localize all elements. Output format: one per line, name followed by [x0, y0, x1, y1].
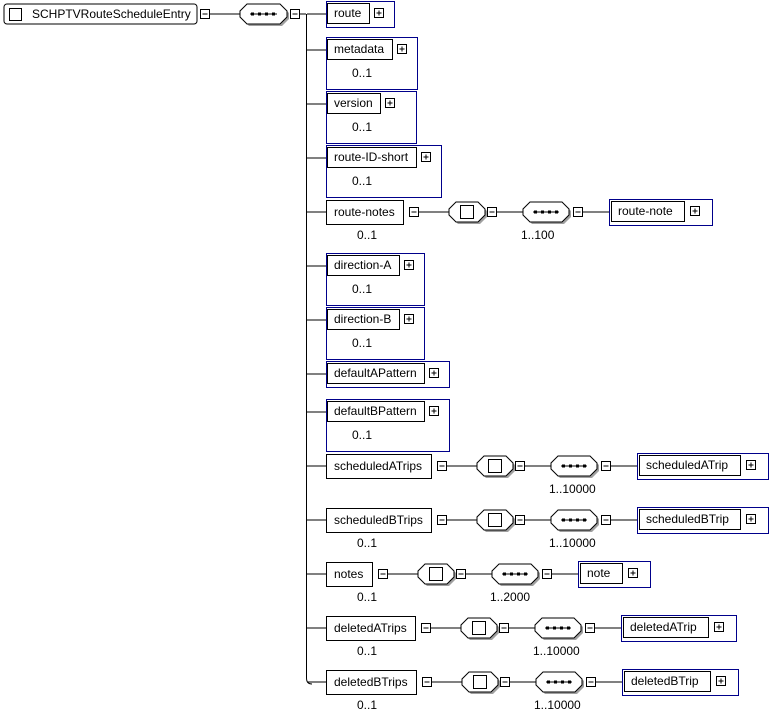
child-sequence-occurrence: 1..10000	[549, 482, 596, 496]
element-direction-B[interactable]: direction-B	[334, 312, 392, 326]
child-element-note[interactable]: note	[587, 566, 611, 580]
child-sequence-occurrence: 1..10000	[533, 644, 580, 658]
child-element-inner	[580, 563, 623, 584]
occurrence-label: 0..1	[357, 644, 378, 658]
child-element-deletedATrip[interactable]: deletedATrip	[630, 620, 697, 634]
element-scheduledBTrips[interactable]: scheduledBTrips	[334, 513, 423, 527]
occurrence-label: 0..1	[357, 228, 378, 242]
element-box-scheduledATrips	[326, 454, 432, 479]
element-box-route	[327, 3, 370, 24]
child-element-inner	[624, 671, 711, 692]
element-box-defaultAPattern	[327, 363, 425, 384]
occurrence-label: 0..1	[352, 66, 373, 80]
child-sequence-occurrence: 1..100	[521, 228, 555, 242]
occurrence-label: 0..1	[352, 336, 373, 350]
element-box-deletedBTrips	[326, 670, 417, 695]
element-box-notes	[326, 562, 373, 587]
child-element-deletedBTrip[interactable]: deletedBTrip	[631, 674, 699, 688]
element-route[interactable]: route	[334, 6, 362, 20]
child-sequence-occurrence: 1..2000	[490, 590, 531, 604]
element-route-ID-short[interactable]: route-ID-short	[334, 150, 409, 164]
element-box-deletedATrips	[326, 616, 416, 641]
child-element-scheduledATrip[interactable]: scheduledATrip	[646, 458, 729, 472]
child-sequence-occurrence: 1..10000	[549, 536, 596, 550]
element-box-scheduledBTrips	[326, 508, 432, 533]
sequence-bus-line	[306, 14, 313, 685]
root-element-box	[3, 3, 198, 25]
element-deletedBTrips[interactable]: deletedBTrips	[334, 675, 408, 689]
occurrence-label: 0..1	[352, 282, 373, 296]
root-element-icon	[9, 8, 22, 21]
occurrence-label: 0..1	[357, 590, 378, 604]
child-element-inner	[639, 509, 741, 530]
root-element-label[interactable]: SCHPTVRouteScheduleEntry	[32, 7, 191, 21]
child-element-inner	[639, 455, 741, 476]
occurrence-label: 0..1	[352, 120, 373, 134]
element-box-metadata	[327, 39, 393, 60]
element-metadata[interactable]: metadata	[334, 42, 385, 56]
element-notes[interactable]: notes	[334, 567, 364, 581]
element-box-route-notes	[326, 200, 404, 225]
element-deletedATrips[interactable]: deletedATrips	[334, 621, 407, 635]
occurrence-label: 0..1	[357, 698, 378, 712]
element-box-direction-A	[327, 255, 400, 276]
element-defaultAPattern[interactable]: defaultAPattern	[334, 366, 417, 380]
element-defaultBPattern[interactable]: defaultBPattern	[334, 404, 417, 418]
occurrence-label: 0..1	[352, 174, 373, 188]
element-box-version	[327, 93, 381, 114]
occurrence-label: 0..1	[352, 428, 373, 442]
child-element-scheduledBTrip[interactable]: scheduledBTrip	[646, 512, 729, 526]
element-box-defaultBPattern	[327, 401, 425, 422]
child-element-inner	[623, 617, 709, 638]
element-direction-A[interactable]: direction-A	[334, 258, 392, 272]
element-route-notes[interactable]: route-notes	[334, 205, 395, 219]
child-element-route-note[interactable]: route-note	[618, 204, 673, 218]
child-element-inner	[611, 201, 685, 222]
element-version[interactable]: version	[334, 96, 373, 110]
element-box-direction-B	[327, 309, 400, 330]
element-scheduledATrips[interactable]: scheduledATrips	[334, 459, 423, 473]
occurrence-label: 0..1	[357, 536, 378, 550]
child-sequence-occurrence: 1..10000	[534, 698, 581, 712]
element-box-route-ID-short	[327, 147, 417, 168]
